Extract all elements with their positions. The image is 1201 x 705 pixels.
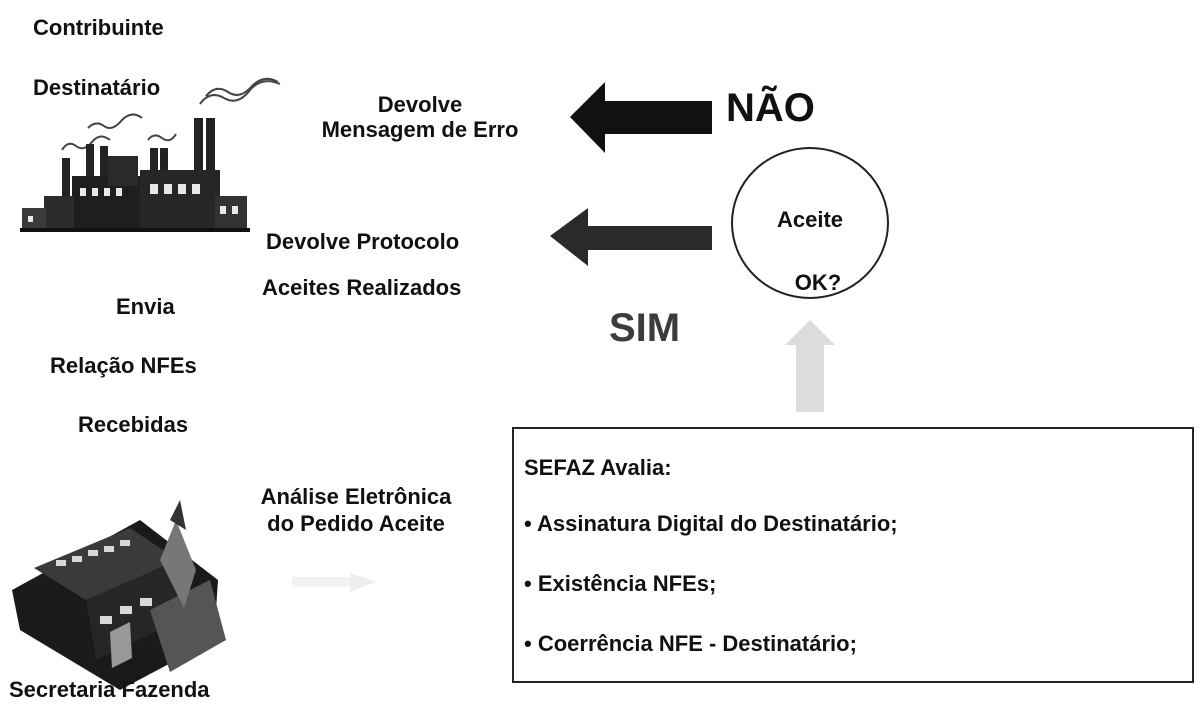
arrow-sim <box>550 208 712 266</box>
label-analise-2: do Pedido Aceite <box>267 511 445 536</box>
sefaz-evaluation-box: SEFAZ Avalia: • Assinatura Digital do De… <box>512 427 1194 683</box>
factory-icon <box>20 77 281 232</box>
sefaz-item-assinatura: • Assinatura Digital do Destinatário; <box>524 511 898 536</box>
label-devolve-erro-1: Devolve <box>377 92 463 117</box>
label-secretaria-fazenda: Secretaria Fazenda <box>9 677 210 702</box>
arrow-faint-right-shaft <box>292 577 350 587</box>
arrow-nao <box>570 82 712 153</box>
arrow-up <box>785 320 835 412</box>
sefaz-item-existencia: • Existência NFEs; <box>524 571 717 596</box>
label-destinatario: Destinatário <box>33 75 161 100</box>
label-analise-1: Análise Eletrônica <box>260 484 452 509</box>
label-aceites-realizados: Aceites Realizados <box>262 275 462 300</box>
decision-ellipse <box>731 147 889 299</box>
sefaz-box-title: SEFAZ Avalia: <box>524 455 672 480</box>
label-contribuinte: Contribuinte <box>33 15 164 40</box>
label-recebidas: Recebidas <box>78 412 189 437</box>
arrow-faint-right <box>350 573 376 592</box>
label-sim: SIM <box>609 306 681 350</box>
label-nao: NÃO <box>726 86 815 130</box>
label-relacao-nfes: Relação NFEs <box>50 353 197 378</box>
label-envia: Envia <box>116 294 175 319</box>
label-devolve-erro-2: Mensagem de Erro <box>321 117 519 142</box>
sefaz-item-coerrencia: • Coerrência NFE - Destinatário; <box>524 631 857 656</box>
label-devolve-protocolo: Devolve Protocolo <box>266 229 460 254</box>
label-aceite: Aceite <box>776 207 844 232</box>
label-ok: OK? <box>794 270 842 295</box>
government-building-icon <box>12 500 226 690</box>
